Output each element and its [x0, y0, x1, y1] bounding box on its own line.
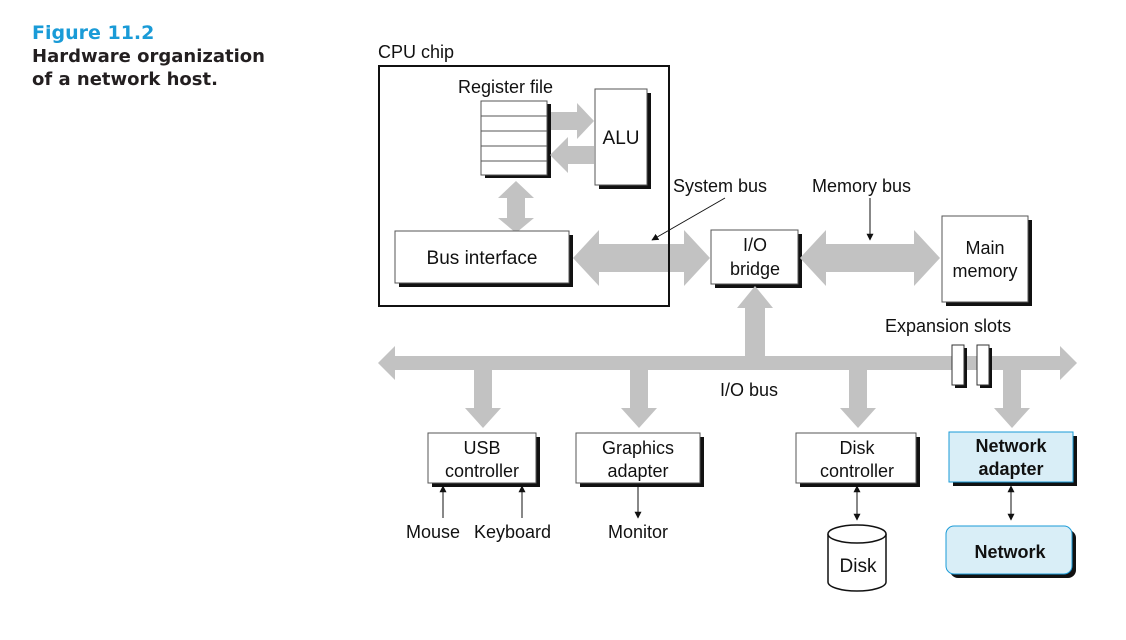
graphics-label-line2: adapter: [607, 461, 668, 481]
io-bridge-label-line1: I/O: [743, 235, 767, 255]
disk-label: Disk: [840, 556, 877, 577]
bus-interface-label: Bus interface: [427, 248, 538, 269]
bus-interface-box: [394, 230, 573, 287]
main-memory-label-line2: memory: [952, 261, 1017, 281]
register-file: [480, 100, 551, 178]
disk-controller-box: [795, 432, 920, 487]
disk-controller-label-line1: Disk: [840, 438, 876, 458]
figure-caption: Figure 11.2 Hardware organization of a n…: [32, 22, 265, 91]
register-file-label: Register file: [458, 77, 553, 97]
disk-drop-arrow: [840, 370, 876, 428]
system-bus-label: System bus: [673, 176, 767, 196]
figure-title-line2: of a network host.: [32, 69, 218, 90]
network-box: [945, 525, 1076, 578]
graphics-drop-arrow: [621, 370, 657, 428]
expansion-slot-2: [976, 344, 992, 388]
alu-box: [594, 88, 651, 189]
graphics-adapter-box: [575, 432, 704, 487]
cpu-chip-label: CPU chip: [378, 42, 454, 62]
network-adapter-box: [948, 431, 1077, 486]
keyboard-label: Keyboard: [474, 522, 551, 542]
reg-to-alu-arrow: [551, 103, 594, 139]
expansion-slot-1: [951, 344, 967, 388]
usb-label-line1: USB: [463, 438, 500, 458]
main-memory-box: [941, 215, 1032, 306]
alu-label: ALU: [603, 128, 640, 149]
mouse-label: Mouse: [406, 522, 460, 542]
main-memory-label-line1: Main: [965, 238, 1004, 258]
monitor-label: Monitor: [608, 522, 668, 542]
memory-bus-arrow: [800, 230, 940, 286]
network-label: Network: [974, 542, 1046, 562]
figure-number: Figure 11.2: [32, 22, 155, 44]
expansion-slots-label: Expansion slots: [885, 316, 1011, 336]
network-adapter-label-line1: Network: [975, 436, 1047, 456]
network-drop-arrow: [994, 370, 1030, 428]
io-bridge-box: [710, 229, 802, 288]
alu-to-reg-arrow: [550, 137, 594, 173]
memory-bus-label: Memory bus: [812, 176, 911, 196]
network-adapter-label-line2: adapter: [978, 459, 1043, 479]
io-bridge-label-line2: bridge: [730, 259, 780, 279]
system-bus-arrow: [573, 230, 710, 286]
usb-label-line2: controller: [445, 461, 519, 481]
usb-controller-box: [427, 432, 540, 487]
reg-bus-interface-arrow: [498, 181, 534, 233]
disk-cylinder-icon: [827, 524, 887, 592]
figure-title-line1: Hardware organization: [32, 46, 265, 67]
disk-controller-label-line2: controller: [820, 461, 894, 481]
usb-drop-arrow: [465, 370, 501, 428]
io-bus-label: I/O bus: [720, 380, 778, 400]
system-bus-pointer: [651, 197, 726, 241]
graphics-label-line1: Graphics: [602, 438, 674, 458]
io-bus-arrow: [378, 286, 1077, 380]
